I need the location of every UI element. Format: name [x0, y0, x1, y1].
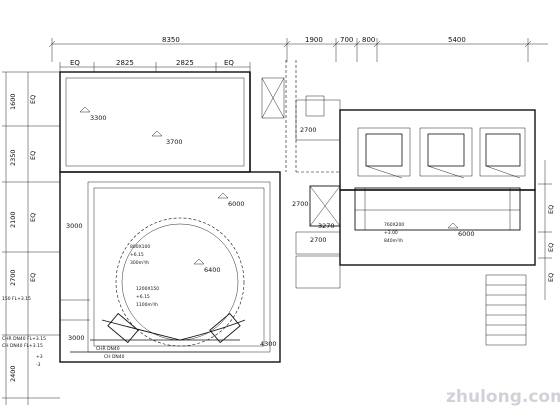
ceiling-height-4300: 4300	[260, 340, 277, 348]
ceiling-height-6000-upper: 6000	[228, 200, 245, 208]
ceiling-height-3300: 3300	[90, 114, 107, 122]
ceiling-height-3700: 3700	[166, 138, 183, 146]
airflow-label-2: 1100m³/h	[136, 302, 158, 308]
ceiling-height-3000-left: 3000	[66, 222, 83, 230]
ceiling-height-2700-a: 2700	[300, 126, 317, 134]
ceiling-height-3270: 3270	[318, 222, 335, 230]
dim-row2-eq-right: EQ	[224, 59, 234, 67]
elevator-car-2	[427, 133, 465, 167]
level-label-2: +6.15	[136, 294, 150, 300]
circular-ceiling	[101, 217, 246, 347]
ceiling-height-3000-lower: 3000	[68, 334, 85, 342]
annotations: 800X100 1200X150 760X200 +6.15 +6.15 +3.…	[2, 222, 404, 368]
right-dimension-chain: EQ EQ EQ	[538, 160, 555, 300]
elevator-car-1	[365, 133, 403, 167]
elevator-car-3	[485, 133, 521, 167]
elevator-group	[365, 133, 521, 179]
ceiling-height-markers: 3300 3700 3000 6000 6400 2700 2700 2700 …	[66, 106, 475, 348]
main-duct	[354, 187, 521, 231]
duct-runs	[60, 60, 521, 353]
walls	[59, 71, 536, 363]
dim-row2-2825-a: 2825	[116, 59, 134, 67]
pipe-label-4: CHR DN40	[96, 346, 120, 352]
pipe-label-2: CH DN40 FL+3.15	[2, 343, 43, 349]
dim-left-1600: 1600	[9, 93, 17, 110]
small-elevation-2: -3	[36, 362, 41, 368]
duct-size-label-3: 760X200	[384, 222, 404, 228]
duct-size-label-2: 1200X150	[136, 286, 159, 292]
dim-left-2700: 2700	[9, 269, 17, 286]
dim-left-eq-1: EQ	[29, 95, 37, 104]
dim-top-8350: 8350	[162, 36, 180, 44]
airflow-label-3: 840m³/h	[384, 238, 403, 244]
level-label-3: +3.00	[384, 230, 398, 236]
top-dimension-chain: 8350 1900 700 800 5400	[48, 36, 548, 62]
dim-left-2400: 2400	[9, 365, 17, 382]
dim-row2-eq-left: EQ	[70, 59, 80, 67]
second-dimension-row: EQ 2825 2825 EQ	[59, 59, 251, 72]
level-label-1: +6.15	[130, 252, 144, 258]
airflow-label-1: 300m³/h	[130, 260, 149, 266]
ceiling-height-6400: 6400	[204, 266, 221, 274]
ceiling-circle	[115, 217, 245, 347]
ceiling-height-2700-c: 2700	[310, 236, 327, 244]
left-dimension-chain: 1600 EQ 2350 EQ 2100 EQ 2700 EQ 2400	[2, 71, 60, 405]
dim-left-eq-3: EQ	[29, 213, 37, 222]
dim-left-eq-2: EQ	[29, 151, 37, 160]
small-elevation-1: +3	[36, 354, 43, 360]
dim-top-1900: 1900	[305, 36, 323, 44]
dim-top-5400: 5400	[448, 36, 466, 44]
dim-left-2350: 2350	[9, 149, 17, 166]
dim-right-eq-2: EQ	[547, 243, 555, 252]
dim-left-2100: 2100	[9, 211, 17, 228]
dim-top-800: 800	[362, 36, 375, 44]
pipe-label-1: CHR DN40 FL+3.15	[2, 336, 46, 342]
watermark: zhulong.com	[446, 387, 560, 407]
pipe-label-3: CH DN40	[104, 354, 125, 360]
dim-row2-2825-b: 2825	[176, 59, 194, 67]
ceiling-height-6000-right: 6000	[458, 230, 475, 238]
dim-left-eq-4: EQ	[29, 273, 37, 282]
dim-top-700: 700	[340, 36, 353, 44]
dim-right-eq-3: EQ	[547, 273, 555, 282]
ceiling-height-2700-b: 2700	[292, 200, 309, 208]
dim-right-eq-1: EQ	[547, 205, 555, 214]
left-level-label: 150 FL+3.15	[2, 296, 31, 302]
duct-size-label-1: 800X100	[130, 244, 150, 250]
